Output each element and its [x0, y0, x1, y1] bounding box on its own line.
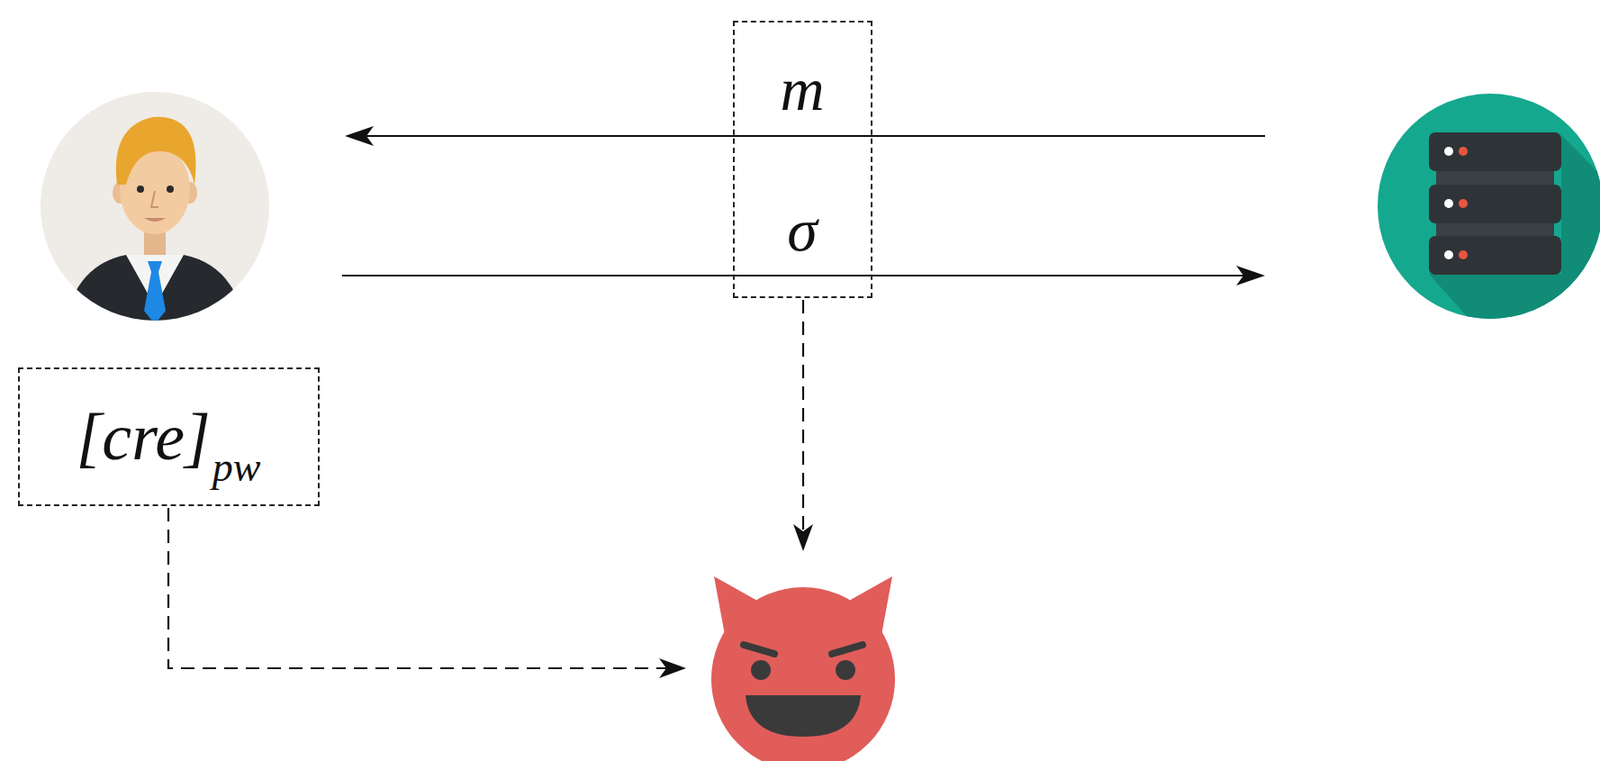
arrow-head	[659, 658, 687, 678]
devil-eye	[750, 659, 771, 680]
devil-face	[711, 587, 895, 761]
leak-arrow	[802, 299, 805, 534]
avatar-tie-knot	[147, 261, 163, 272]
status-light	[1444, 146, 1454, 156]
avatar-hair	[116, 117, 197, 185]
status-light	[1444, 250, 1454, 260]
devil-brow	[743, 644, 775, 654]
arrow-head	[793, 524, 814, 552]
avatar-suit	[63, 254, 247, 334]
devil-brow	[831, 644, 863, 654]
signature-arrow	[342, 274, 1248, 277]
rack-unit	[1428, 235, 1562, 275]
status-light	[1458, 146, 1468, 156]
credential-box: [cre]pw	[18, 367, 320, 507]
subscript-label: pw	[212, 446, 262, 489]
attacker-icon	[711, 576, 895, 761]
rack-seam	[1436, 223, 1555, 236]
avatar-eye	[166, 185, 174, 193]
devil-mouth	[745, 695, 861, 737]
math-symbol: σ	[786, 198, 818, 261]
rack-seam	[1436, 171, 1555, 185]
math-symbol: [cre]	[75, 403, 210, 471]
avatar-mouth	[144, 217, 166, 222]
rack-unit	[1428, 132, 1562, 172]
avatar-tie	[144, 271, 166, 325]
message-box: mσ	[732, 20, 873, 299]
avatar-eye	[136, 185, 145, 193]
status-light	[1458, 198, 1468, 208]
user-avatar	[40, 91, 270, 334]
status-light	[1458, 250, 1468, 260]
server-shadow	[1428, 135, 1600, 379]
devil-eye	[835, 659, 856, 680]
avatar-nose	[151, 190, 159, 208]
rack-unit	[1428, 184, 1562, 224]
arrow-head	[344, 126, 374, 146]
server-icon	[1377, 93, 1600, 379]
leak-arrow	[168, 507, 669, 669]
arrow-head	[1236, 265, 1266, 286]
status-light	[1444, 198, 1454, 208]
message-arrow	[364, 135, 1266, 137]
math-symbol: m	[779, 58, 824, 120]
